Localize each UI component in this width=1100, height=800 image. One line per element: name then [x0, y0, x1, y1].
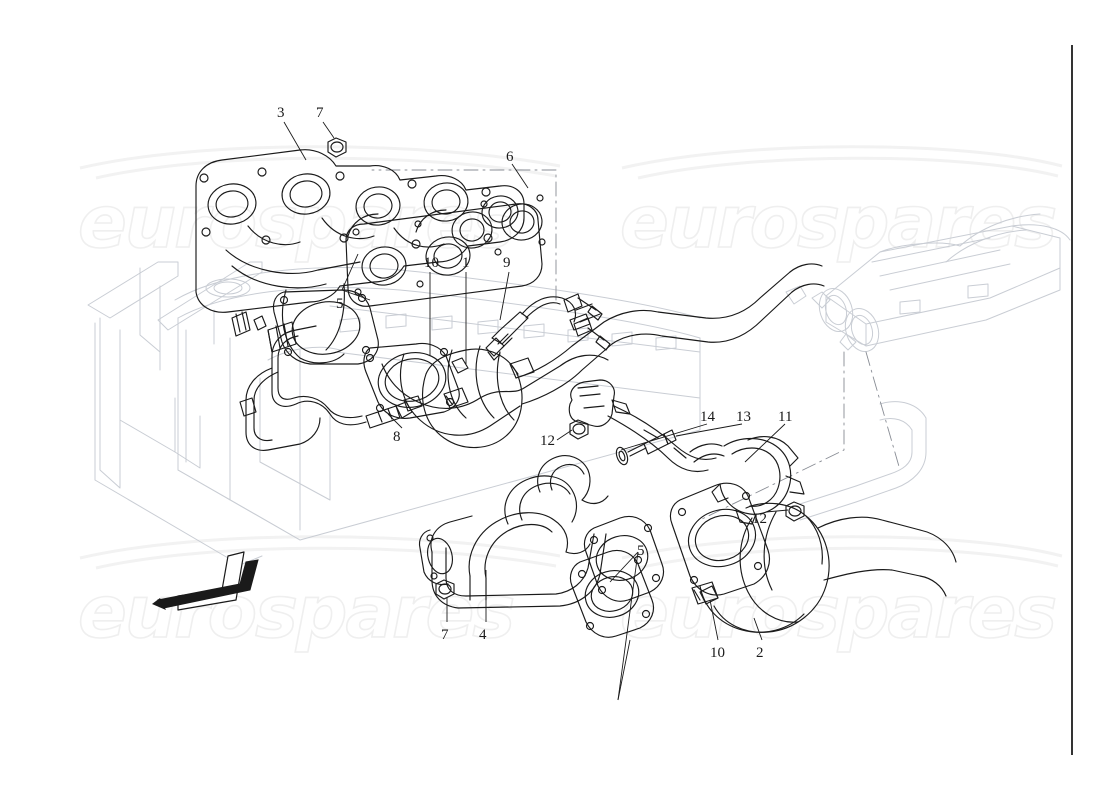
ghost-rear-pipe — [799, 401, 927, 521]
callout-12-lower: 12 — [752, 511, 767, 527]
watermark-text: eurospares — [619, 179, 1058, 265]
part-8-oxygen-sensor-downstream — [267, 321, 423, 429]
part-1-catalytic-converter-upper — [363, 263, 825, 449]
callout-10-upper: 10 — [424, 255, 439, 271]
ghost-leader — [865, 351, 901, 471]
callout-5-lower: 5 — [637, 543, 645, 559]
callout-2: 2 — [756, 645, 764, 661]
part-3-exhaust-manifold-upper — [195, 149, 525, 364]
callout-9: 9 — [503, 255, 511, 271]
watermark-text: eurospares — [77, 179, 516, 265]
callout-13: 13 — [736, 409, 751, 425]
callout-5-upper: 5 — [336, 296, 344, 312]
callout-leaders — [283, 121, 789, 701]
callout-7-upper: 7 — [316, 105, 324, 121]
callout-4: 4 — [479, 627, 487, 643]
callout-6: 6 — [506, 149, 514, 165]
ghost-chassis-left — [87, 261, 263, 566]
watermark-swoosh — [637, 546, 1059, 570]
ghost-silencer — [785, 213, 1071, 352]
callout-3: 3 — [277, 105, 285, 121]
callout-1: 1 — [462, 255, 470, 271]
callout-14: 14 — [700, 409, 715, 425]
part-7-nut-lower — [435, 579, 455, 600]
watermark-swoosh — [95, 156, 557, 180]
callout-8: 8 — [393, 429, 401, 445]
part-10-seal-ring-upper — [451, 357, 469, 374]
callout-7-lower: 7 — [441, 627, 449, 643]
ghost-leader — [699, 351, 845, 521]
watermark-swoosh — [637, 156, 1059, 180]
part-10-seal-ring-lower — [699, 585, 719, 605]
watermark-swoosh — [621, 145, 1063, 170]
mounting-clips — [231, 293, 611, 351]
part-6-manifold-gasket — [345, 194, 546, 307]
callout-12-upper: 12 — [540, 433, 555, 449]
watermark-text: eurospares — [77, 569, 516, 655]
part-14-washer — [615, 446, 629, 466]
part-11-exhaust-hanger-bracket — [568, 379, 805, 525]
part-13-bolt — [627, 429, 677, 457]
part-12-nut-lower — [785, 501, 805, 522]
direction-arrow — [152, 551, 259, 611]
part-2-catalytic-converter-lower — [669, 482, 957, 633]
watermark-swoosh — [79, 145, 561, 170]
watermark-swoosh — [95, 546, 557, 570]
ghost-engine-block — [174, 267, 701, 541]
watermark-swoosh — [621, 535, 1063, 560]
wiring-harness-left — [239, 367, 321, 451]
ghost-leader — [371, 169, 557, 301]
callout-11: 11 — [778, 409, 793, 425]
part-7-nut-upper — [327, 137, 347, 158]
part-5-gasket-lower — [569, 549, 655, 638]
callout-10-lower: 10 — [710, 645, 725, 661]
part-12-nut-upper — [569, 419, 589, 440]
